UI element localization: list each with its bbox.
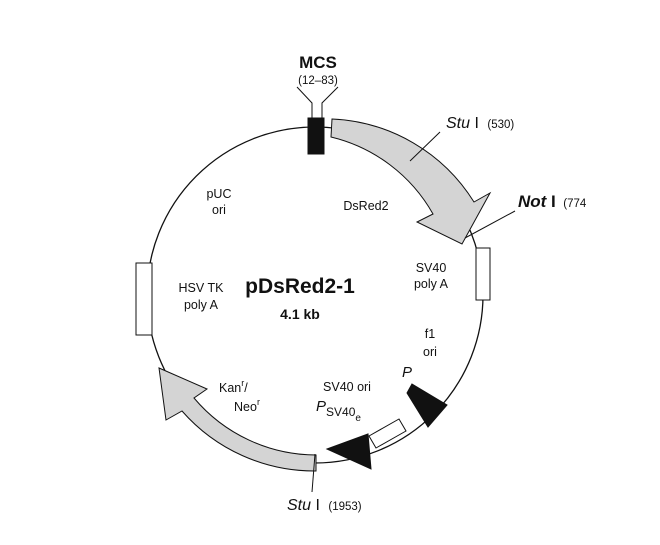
hsvtk-polya-box bbox=[135, 262, 153, 336]
mcs-box bbox=[307, 117, 325, 155]
not-leader bbox=[464, 210, 516, 239]
f1-label-2: ori bbox=[423, 345, 437, 359]
puc-label-1: pUC bbox=[206, 187, 231, 201]
puc-label-2: ori bbox=[212, 203, 226, 217]
stu-530-leader bbox=[409, 131, 441, 162]
dsred2-arrow bbox=[330, 118, 492, 245]
mcs-range: (12–83) bbox=[298, 75, 338, 87]
stu-1953-label: Stu I (1953) bbox=[287, 497, 362, 514]
sv40-polya-label-2: poly A bbox=[414, 277, 449, 291]
kanneo-arrow bbox=[158, 367, 317, 472]
sv40-polya-box bbox=[475, 247, 491, 301]
psv40e-label: PSV40e bbox=[316, 398, 361, 424]
sv40-polya-label-1: SV40 bbox=[416, 261, 447, 275]
kanneo-label-1: Kanr/ bbox=[219, 378, 248, 395]
sv40-ori-label: SV40 ori bbox=[323, 380, 371, 394]
hsvtk-label-2: poly A bbox=[184, 298, 219, 312]
not-label: Not I (774 bbox=[518, 192, 587, 211]
kanneo-label-2: Neor bbox=[234, 397, 260, 414]
mcs-label: MCS bbox=[299, 53, 337, 72]
promoter-p-arrow bbox=[406, 383, 448, 428]
mcs-leader bbox=[296, 86, 339, 118]
hsvtk-label-1: HSV TK bbox=[179, 281, 225, 295]
f1-label-1: f1 bbox=[425, 327, 435, 341]
stu-530-label: Stu I (530) bbox=[446, 115, 514, 132]
dsred2-label: DsRed2 bbox=[343, 199, 388, 213]
plasmid-size: 4.1 kb bbox=[280, 306, 320, 322]
stu-1953-leader bbox=[311, 453, 316, 493]
psv40e-arrow bbox=[325, 433, 372, 470]
promoter-p-label: P bbox=[402, 364, 412, 381]
plasmid-name: pDsRed2-1 bbox=[245, 275, 355, 298]
sv40-ori-box bbox=[368, 418, 407, 449]
